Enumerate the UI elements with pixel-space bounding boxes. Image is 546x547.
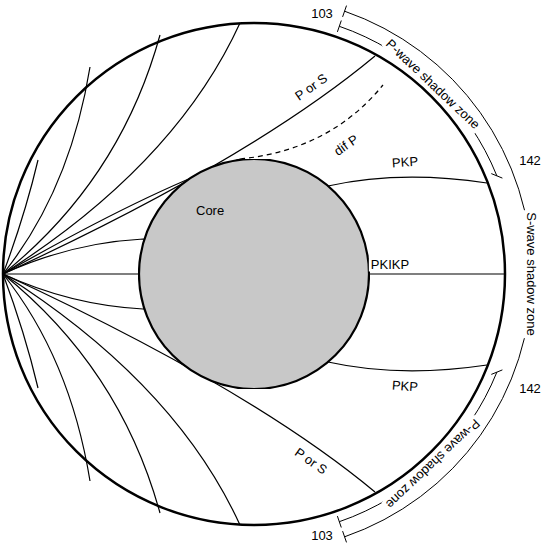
ray — [3, 274, 160, 513]
ray-label: PKP — [390, 377, 421, 394]
ray — [3, 35, 160, 274]
ray-label: P or S — [290, 69, 331, 104]
bracket-arc — [345, 11, 532, 537]
core-circle: Core — [138, 159, 370, 389]
ray-label: P or S — [290, 443, 331, 478]
angle-number: 103 — [309, 6, 335, 21]
ray — [3, 67, 90, 274]
node-label: Core — [196, 204, 224, 217]
angle-number: 142 — [517, 153, 543, 168]
shadow-zone-label: S-wave shadow zone — [524, 210, 539, 338]
bracket-arc — [339, 372, 497, 522]
ray — [3, 274, 38, 388]
ray — [3, 274, 90, 481]
earth-outline — [3, 23, 505, 525]
core-shape — [138, 159, 370, 389]
angle-number: 142 — [517, 381, 543, 396]
core-fill — [139, 159, 369, 389]
diffracted-ray — [240, 85, 383, 159]
ray-label: PKP — [390, 153, 421, 170]
angle-number: 103 — [309, 528, 335, 543]
bracket-arc — [339, 26, 497, 176]
shadow-zone-label: P-wave shadow zone — [382, 35, 485, 134]
ray-label: PKIKP — [369, 257, 411, 272]
shadow-zone-label: P-wave shadow zone — [382, 415, 485, 514]
ray-label: dif P — [329, 130, 362, 160]
